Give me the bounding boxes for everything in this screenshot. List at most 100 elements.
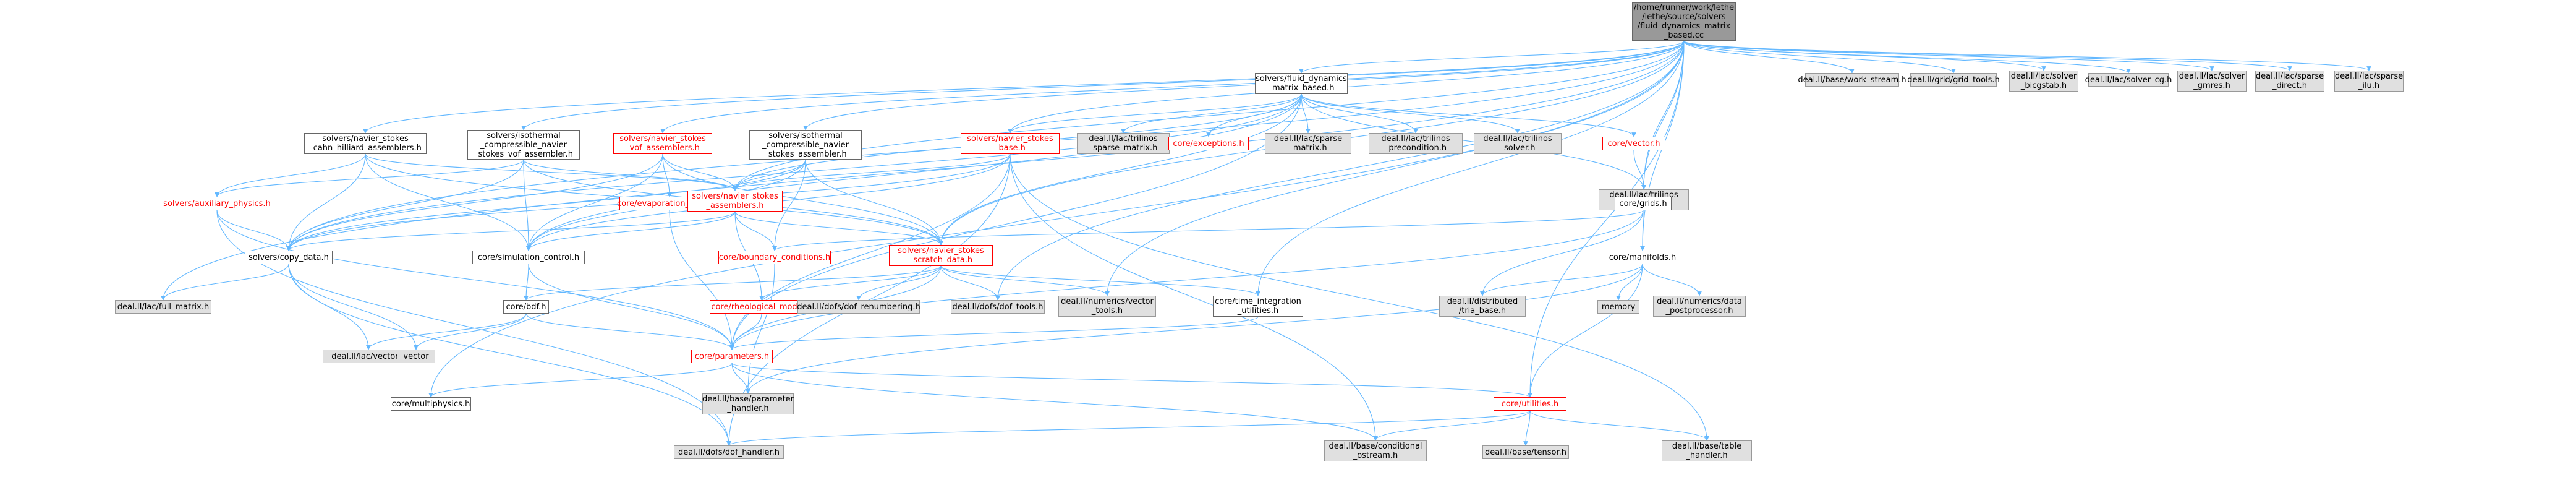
node-cond-ostream[interactable]: deal.II/base/conditional _ostream.h (1324, 440, 1427, 461)
node-manifolds[interactable]: core/manifolds.h (1604, 251, 1681, 264)
edge-boundary_cond-to-param_handler (746, 264, 775, 394)
edge-parameters-to-cond_ostream (731, 363, 1378, 441)
node-ns-ch-assemblers[interactable]: solvers/navier_stokes _cahn_hilliard_ass… (304, 133, 427, 154)
edge-root-to-trilinos_vector (1641, 40, 1685, 190)
node-sparse-direct[interactable]: deal.II/lac/sparse _direct.h (2255, 71, 2324, 92)
edge-bdf-to-vector (414, 313, 527, 350)
node-iso-comp-ns[interactable]: solvers/isothermal _compressible_navier … (749, 130, 862, 160)
node-sparse-ilu[interactable]: deal.II/lac/sparse _ilu.h (2334, 71, 2404, 92)
node-utilities[interactable]: core/utilities.h (1494, 397, 1566, 411)
edge-root-to-iso_comp_vof (521, 40, 1685, 131)
node-aux-physics[interactable]: solvers/auxiliary_physics.h (156, 197, 278, 210)
node-dof-tools[interactable]: deal.II/dofs/dof_tools.h (951, 300, 1045, 314)
edge-root-to-grid_tools (1683, 40, 1956, 74)
edge-sim_control-to-bdf (524, 264, 529, 301)
edge-ns_scratch-to-vector_tools (940, 265, 1110, 296)
node-work-stream[interactable]: deal.II/base/work_stream.h (1798, 73, 1906, 87)
node-memory[interactable]: memory (1597, 300, 1639, 314)
edge-ns_base-to-cond_ostream (1010, 153, 1378, 441)
node-fdmb-h[interactable]: solvers/fluid_dynamics _matrix_based.h (1255, 73, 1348, 94)
node-time-integration[interactable]: core/time_integration _utilities.h (1213, 296, 1303, 317)
node-trilinos-sparse[interactable]: deal.II/lac/trilinos _sparse_matrix.h (1077, 133, 1170, 154)
edge-ns_base-to-dof_handler (726, 153, 1011, 446)
edge-iso_comp_vof-to-sim_control (523, 159, 531, 251)
edge-copy_data-to-lac_vector (288, 264, 371, 350)
edge-ns_ch_assemblers-to-sim_control (365, 153, 531, 251)
edge-root-to-fdmb_h (1299, 40, 1685, 74)
edge-grids-to-boundary_cond (772, 210, 1644, 251)
edge-fdmb_h-to-copy_data (286, 93, 1302, 251)
node-vector-tools[interactable]: deal.II/numerics/vector _tools.h (1058, 296, 1156, 317)
edge-sim_control-to-parameters (528, 264, 734, 350)
edge-iso_comp_ns-to-boundary_cond (772, 159, 806, 251)
edge-bdf-to-parameters (525, 313, 734, 350)
edge-ns_vof_assemblers-to-ns_assemblers (662, 153, 738, 191)
node-bdf[interactable]: core/bdf.h (503, 300, 549, 314)
edge-iso_comp_vof-to-ns_assemblers (523, 159, 738, 191)
edge-root-to-ns_ch_assemblers (363, 40, 1685, 134)
node-grid-tools[interactable]: deal.II/grid/grid_tools.h (1907, 73, 2000, 87)
node-iso-comp-vof[interactable]: solvers/isothermal _compressible_navier … (467, 130, 580, 160)
node-multiphysics[interactable]: core/multiphysics.h (391, 397, 471, 411)
node-ns-scratch[interactable]: solvers/navier_stokes _scratch_data.h (889, 245, 993, 266)
edge-root-to-time_integration (1256, 40, 1685, 296)
node-grids[interactable]: core/grids.h (1615, 197, 1672, 210)
node-copy-data[interactable]: solvers/copy_data.h (245, 251, 333, 264)
edge-utilities-to-dof_handler (726, 410, 1531, 446)
node-lac-vector[interactable]: deal.II/lac/vector.h (323, 350, 414, 363)
node-vector[interactable]: vector (397, 350, 435, 363)
node-tria-base[interactable]: deal.II/distributed /tria_base.h (1439, 296, 1526, 317)
node-rheological[interactable]: core/rheological_model.h (710, 300, 814, 314)
edge-root-to-iso_comp_ns (803, 40, 1685, 131)
node-dof-handler[interactable]: deal.II/dofs/dof_handler.h (674, 445, 784, 459)
node-sim-control[interactable]: core/simulation_control.h (472, 251, 585, 264)
edge-parameters-to-utilities (731, 363, 1532, 398)
edge-root-to-sparse_direct (1683, 40, 2292, 71)
edge-aux_physics-to-copy_data (216, 210, 291, 251)
edge-evaporation-to-parameters (669, 210, 734, 350)
node-data-post[interactable]: deal.II/numerics/data _postprocessor.h (1653, 296, 1746, 317)
node-solver-cg[interactable]: deal.II/lac/solver_cg.h (2085, 73, 2172, 87)
node-sparse-matrix[interactable]: deal.II/lac/sparse _matrix.h (1265, 133, 1351, 154)
edge-ns_assemblers-to-boundary_cond (734, 211, 777, 251)
edge-ns_base-to-ns_assemblers (733, 153, 1011, 191)
edge-root-to-multiphysics (428, 40, 1685, 398)
node-ns-base[interactable]: solvers/navier_stokes _base.h (961, 133, 1060, 154)
node-param-handler[interactable]: deal.II/base/parameter _handler.h (702, 393, 794, 414)
edge-iso_comp_vof-to-copy_data (286, 159, 524, 251)
node-core-vector[interactable]: core/vector.h (1602, 137, 1665, 150)
edge-root-to-ns_vof_assemblers (660, 40, 1685, 134)
node-boundary-cond[interactable]: core/boundary_conditions.h (718, 251, 831, 264)
edge-fdmb_h-to-trilinos_precond (1301, 93, 1418, 134)
node-exceptions[interactable]: core/exceptions.h (1168, 137, 1249, 150)
edge-fdmb_h-to-trilinos_vector (1301, 93, 1646, 190)
edge-ns_ch_assemblers-to-aux_physics (215, 153, 366, 197)
edge-fdmb_h-to-trilinos_solver (1301, 93, 1520, 134)
edge-fdmb_h-to-trilinos_sparse (1121, 93, 1302, 134)
node-trilinos-precond[interactable]: deal.II/lac/trilinos _precondition.h (1369, 133, 1463, 154)
node-parameters[interactable]: core/parameters.h (691, 350, 773, 363)
node-tensor[interactable]: deal.II/base/tensor.h (1482, 445, 1569, 459)
node-dof-renumbering[interactable]: deal.II/dofs/dof_renumbering.h (797, 300, 920, 314)
edge-manifolds-to-utilities (1528, 264, 1643, 398)
node-ns-vof-assemblers[interactable]: solvers/navier_stokes _vof_assemblers.h (613, 133, 712, 154)
edge-ns_vof_assemblers-to-sim_control (526, 153, 663, 251)
edge-time_integration-to-parameters (729, 316, 1259, 350)
node-solver-gmres[interactable]: deal.II/lac/solver _gmres.h (2177, 71, 2247, 92)
edge-ns_assemblers-to-copy_data (286, 211, 736, 251)
edge-iso_comp_ns-to-ns_assemblers (733, 159, 806, 191)
edge-fdmb_h-to-core_vector (1301, 93, 1636, 137)
node-trilinos-solver[interactable]: deal.II/lac/trilinos _solver.h (1474, 133, 1562, 154)
node-ns-assemblers[interactable]: solvers/navier_stokes _assemblers.h (687, 191, 783, 212)
edge-fdmb_h-to-sparse_matrix (1301, 93, 1311, 134)
node-table-handler[interactable]: deal.II/base/table _handler.h (1662, 440, 1752, 461)
edge-ns_scratch-to-dof_renumbering (856, 265, 942, 301)
node-solver-bicgstab[interactable]: deal.II/lac/solver _bicgstab.h (2009, 71, 2078, 92)
edge-iso_comp_ns-to-ns_scratch (805, 159, 943, 246)
edge-ns_vof_assemblers-to-evaporation (662, 153, 672, 197)
node-full-matrix[interactable]: deal.II/lac/full_matrix.h (115, 300, 211, 314)
edge-core_vector-to-trilinos_vector (1633, 150, 1646, 190)
node-root[interactable]: /home/runner/work/lethe /lethe/source/so… (1632, 2, 1736, 41)
edge-ns_assemblers-to-ns_scratch (734, 211, 943, 246)
edge-ns_vof_assemblers-to-copy_data (286, 153, 663, 251)
